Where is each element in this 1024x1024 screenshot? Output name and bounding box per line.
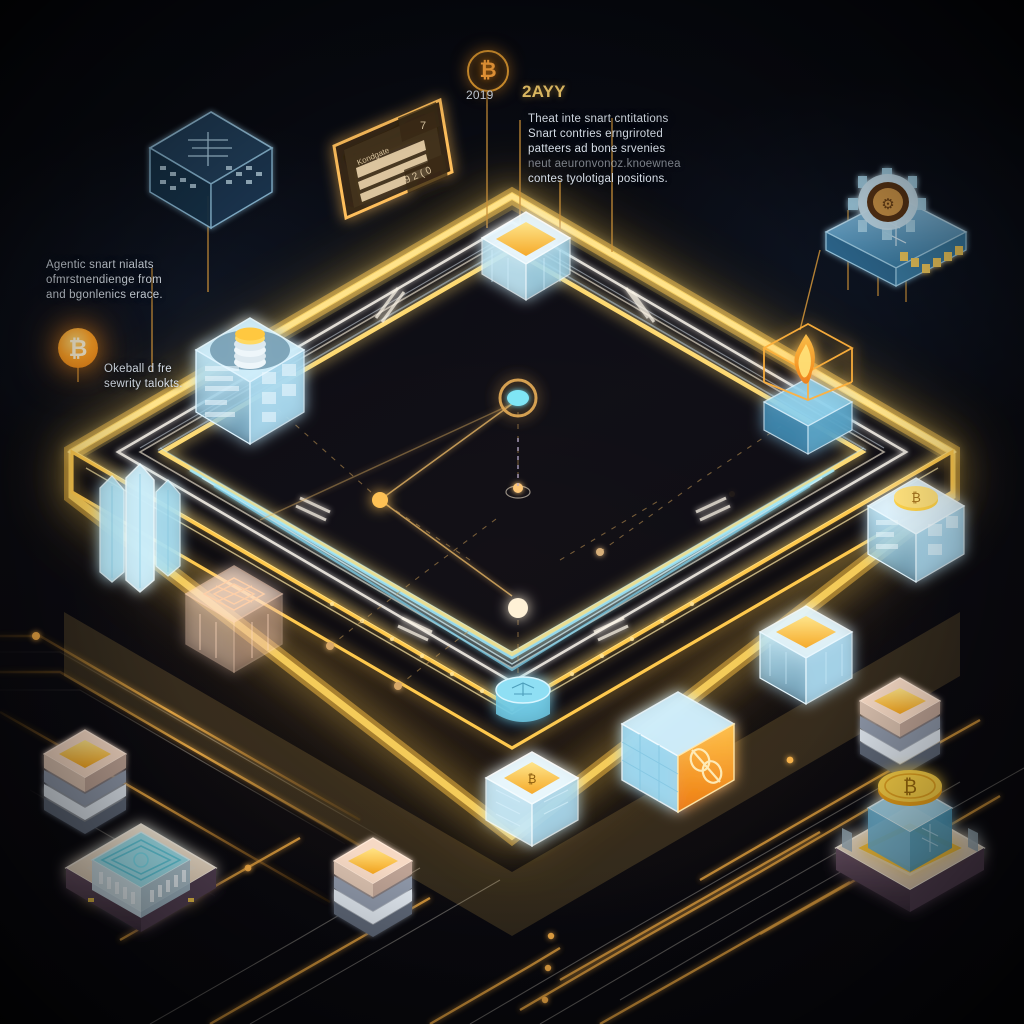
callout-left-top: Agentic snart nialats ofmrstnendienge fr… (46, 258, 226, 303)
callout-line: Theat inte snart cntitations (528, 113, 669, 125)
bitcoin-badge-top: ₿ (467, 50, 509, 92)
svg-text:₿: ₿ (903, 777, 917, 798)
node-token-disc (495, 676, 551, 722)
bitcoin-icon: ₿ (68, 334, 88, 361)
node-emblem-cube (184, 565, 284, 674)
callout-line: patteers ad bone srvenies (528, 143, 666, 155)
svg-text:₿: ₿ (528, 772, 537, 786)
callout-line: ofmrstnendienge from (46, 274, 162, 286)
node-info-card (332, 97, 454, 221)
node-crystal-spires (99, 462, 181, 593)
node-data-cube-top-left (148, 111, 274, 230)
node-energy-flare (762, 322, 854, 455)
callout-line: Okeball d fre (104, 363, 172, 375)
callout-line: contes tyolotigal positions. (528, 173, 668, 185)
callout-line: Snart contries erngriroted (528, 128, 663, 140)
bitcoin-icon: ₿ (479, 59, 497, 82)
callout-top-center: Theat inte snart cntitations Snart contr… (528, 112, 748, 187)
node-ledger-cube (758, 605, 854, 706)
callout-line: neut aeuronvonoz.knoewnea (528, 158, 681, 170)
node-datacenter-pad (64, 823, 218, 932)
node-layer-cube-right (858, 677, 942, 777)
node-coin-cube-right: ₿ (866, 477, 966, 584)
node-layer-cube-left (42, 729, 128, 834)
callout-year-label: 2019 (466, 88, 494, 102)
callout-line: and bgonlenics erace. (46, 289, 163, 301)
node-grid-cube-amber (620, 691, 736, 814)
callout-line: Agentic snart nialats (46, 259, 154, 271)
node-coin-cube-pad: ₿ (834, 770, 986, 912)
callout-heading: 2AYY (522, 82, 566, 101)
bitcoin-badge-left: ₿ (58, 328, 98, 368)
node-layer-cube-bottom (332, 837, 414, 937)
node-processor-chip: ⚙ (824, 168, 968, 287)
info-card-badge: 7 (420, 120, 427, 132)
callout-line: sewrity talokts. (104, 378, 183, 390)
svg-text:⚙: ⚙ (881, 196, 894, 213)
node-crystal-token-cube: ₿ (484, 751, 580, 848)
node-glass-cube-apex (480, 211, 572, 302)
svg-text:₿: ₿ (911, 490, 921, 505)
callout-left-lower: Okeball d fre sewrity talokts. (104, 362, 254, 392)
